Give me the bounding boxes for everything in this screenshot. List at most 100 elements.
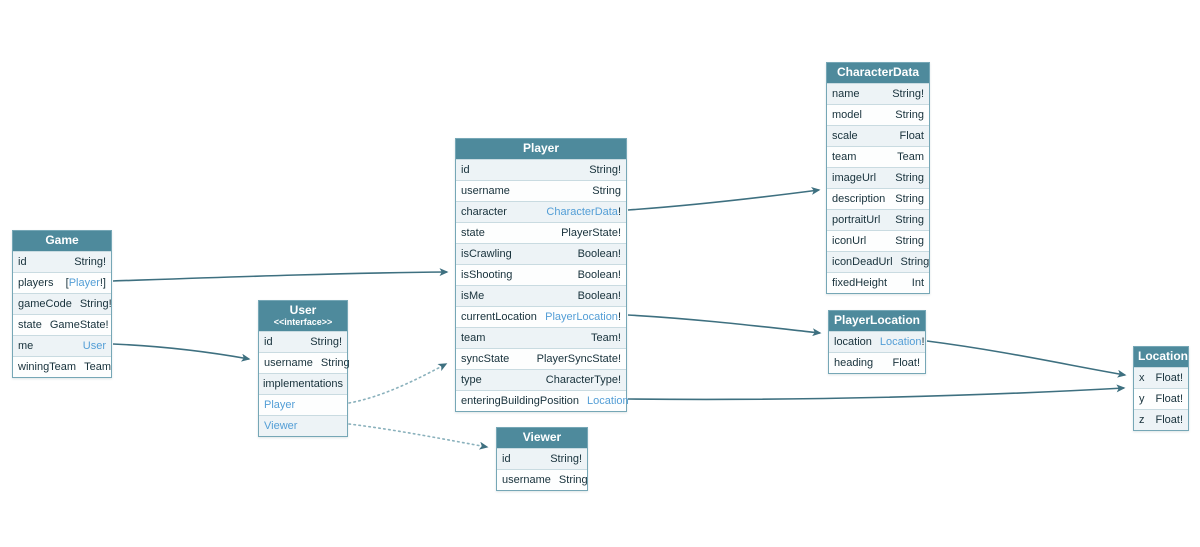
- field-row-username[interactable]: username String: [259, 352, 350, 373]
- type-link[interactable]: Location: [587, 395, 629, 407]
- field-name: syncState: [461, 353, 510, 365]
- type-link[interactable]: Player: [68, 277, 100, 289]
- type-text: GameState!: [49, 319, 109, 331]
- field-name: scale: [832, 130, 858, 142]
- field-row-syncState[interactable]: syncState PlayerSyncState!: [456, 348, 626, 369]
- implementation-link[interactable]: Viewer: [264, 420, 298, 432]
- type-text: String: [895, 235, 924, 247]
- field-type: String!: [550, 453, 582, 465]
- type-node-header[interactable]: User<<interface>>: [259, 301, 347, 331]
- type-link[interactable]: CharacterData: [546, 206, 618, 218]
- type-text: String!: [310, 336, 342, 348]
- field-name: y: [1139, 393, 1145, 405]
- type-node-header[interactable]: Game: [13, 231, 111, 251]
- type-node-header[interactable]: Player: [456, 139, 626, 159]
- field-type: String: [559, 474, 588, 486]
- type-title: CharacterData: [836, 65, 920, 79]
- edge-game-players-to-player: [112, 268, 449, 282]
- type-node-header[interactable]: Location: [1134, 347, 1188, 367]
- field-type: String: [895, 235, 924, 247]
- type-link[interactable]: PlayerLocation: [545, 311, 618, 323]
- type-text: Float!: [1155, 372, 1183, 384]
- type-text: String: [320, 357, 350, 369]
- field-row-heading[interactable]: heading Float!: [829, 352, 925, 373]
- field-name: type: [461, 374, 482, 386]
- type-text: Team: [897, 151, 924, 163]
- field-name: currentLocation: [461, 311, 537, 323]
- field-name: username: [264, 357, 313, 369]
- field-row-players[interactable]: players[Player!]: [13, 272, 111, 293]
- type-link[interactable]: User: [82, 340, 106, 352]
- field-type: String: [895, 172, 924, 184]
- edge-player-currentlocation-to-playerlocation: [627, 314, 822, 337]
- type-text: !]: [99, 277, 106, 289]
- type-title: Game: [45, 233, 79, 247]
- field-row-implementations[interactable]: implementations: [259, 373, 347, 394]
- field-name: state: [18, 319, 42, 331]
- type-text: Int: [911, 277, 924, 289]
- field-name: character: [461, 206, 507, 218]
- field-name: id: [502, 453, 511, 465]
- type-node-header[interactable]: CharacterData: [827, 63, 929, 83]
- field-type: String: [321, 357, 350, 369]
- field-name: heading: [834, 357, 874, 369]
- type-text: String: [895, 109, 924, 121]
- type-text: Team: [84, 361, 111, 373]
- field-type: Float!: [892, 357, 920, 369]
- field-name: username: [461, 185, 510, 197]
- implementation-link[interactable]: Player: [264, 399, 296, 411]
- field-row-Player[interactable]: Player: [259, 394, 347, 415]
- type-node-header[interactable]: PlayerLocation: [829, 311, 925, 331]
- field-type: PlayerSyncState!: [537, 353, 621, 365]
- field-row-id[interactable]: id String!: [497, 448, 587, 469]
- type-text: String: [558, 474, 588, 486]
- field-type: User: [83, 340, 106, 352]
- field-name: players: [18, 277, 54, 289]
- type-title: Player: [522, 141, 560, 155]
- type-text: String: [895, 214, 924, 226]
- field-row-Viewer[interactable]: Viewer: [259, 415, 347, 436]
- field-row-state[interactable]: state GameState!: [13, 314, 111, 335]
- type-link[interactable]: Location: [879, 336, 922, 348]
- type-node-header[interactable]: Viewer: [497, 428, 587, 448]
